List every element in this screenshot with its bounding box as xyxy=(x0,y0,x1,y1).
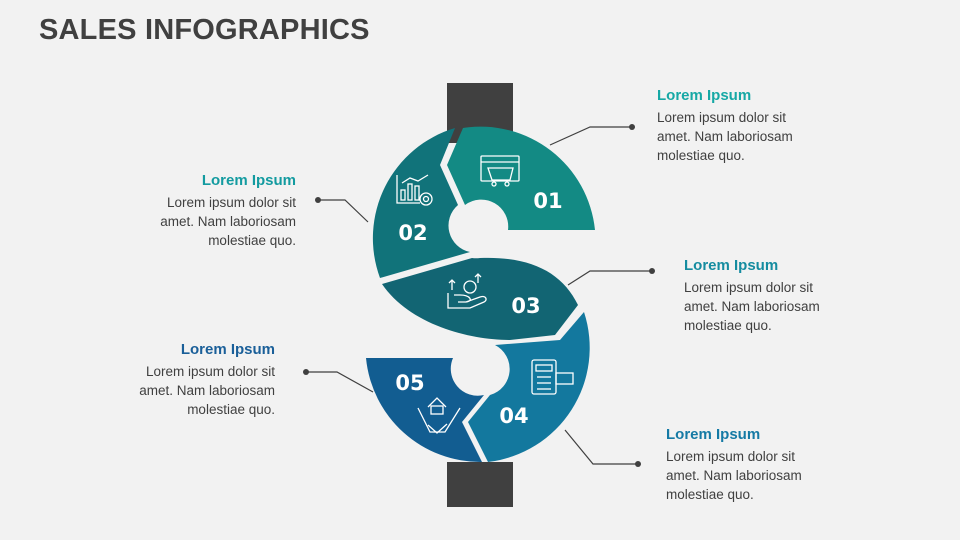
step-number-03: 03 xyxy=(511,294,540,318)
chart-target-icon xyxy=(396,174,433,206)
heading-05: Lorem Ipsum xyxy=(180,341,275,358)
dollar-bar-bottom xyxy=(447,462,513,507)
heading-03: Lorem Ipsum xyxy=(684,257,779,274)
body-05: Lorem ipsum dolor sit amet. Nam laborios… xyxy=(139,364,275,417)
card-payment-terminal-icon xyxy=(531,359,574,395)
step-number-01: 01 xyxy=(533,189,562,213)
segment-05[interactable] xyxy=(366,358,484,463)
text-block-05: Lorem Ipsum Lorem ipsum dolor sit amet. … xyxy=(75,341,275,419)
shopping-cart-browser-icon xyxy=(480,155,520,187)
body-02: Lorem ipsum dolor sit amet. Nam laborios… xyxy=(160,195,296,248)
connector-lines xyxy=(306,126,652,465)
segment-04[interactable] xyxy=(468,312,590,462)
hand-gear-growth-icon xyxy=(447,273,487,309)
page-title: SALES INFOGRAPHICS xyxy=(39,14,370,46)
heading-01: Lorem Ipsum xyxy=(657,87,752,104)
text-block-01: Lorem Ipsum Lorem ipsum dolor sit amet. … xyxy=(657,87,857,165)
text-block-03: Lorem Ipsum Lorem ipsum dolor sit amet. … xyxy=(684,257,884,335)
heading-02: Lorem Ipsum xyxy=(201,172,296,189)
body-04: Lorem ipsum dolor sit amet. Nam laborios… xyxy=(666,449,802,502)
handshake-house-icon xyxy=(417,397,461,434)
connector-dots xyxy=(303,124,655,467)
step-number-02: 02 xyxy=(398,221,427,245)
step-number-05: 05 xyxy=(395,371,424,395)
step-number-04: 04 xyxy=(499,404,528,428)
segment-03[interactable] xyxy=(382,257,578,340)
body-03: Lorem ipsum dolor sit amet. Nam laborios… xyxy=(684,280,820,333)
text-block-02: Lorem Ipsum Lorem ipsum dolor sit amet. … xyxy=(96,172,296,250)
text-block-04: Lorem Ipsum Lorem ipsum dolor sit amet. … xyxy=(666,426,866,504)
segment-01[interactable] xyxy=(447,126,595,230)
heading-04: Lorem Ipsum xyxy=(666,426,761,443)
body-01: Lorem ipsum dolor sit amet. Nam laborios… xyxy=(657,110,793,163)
